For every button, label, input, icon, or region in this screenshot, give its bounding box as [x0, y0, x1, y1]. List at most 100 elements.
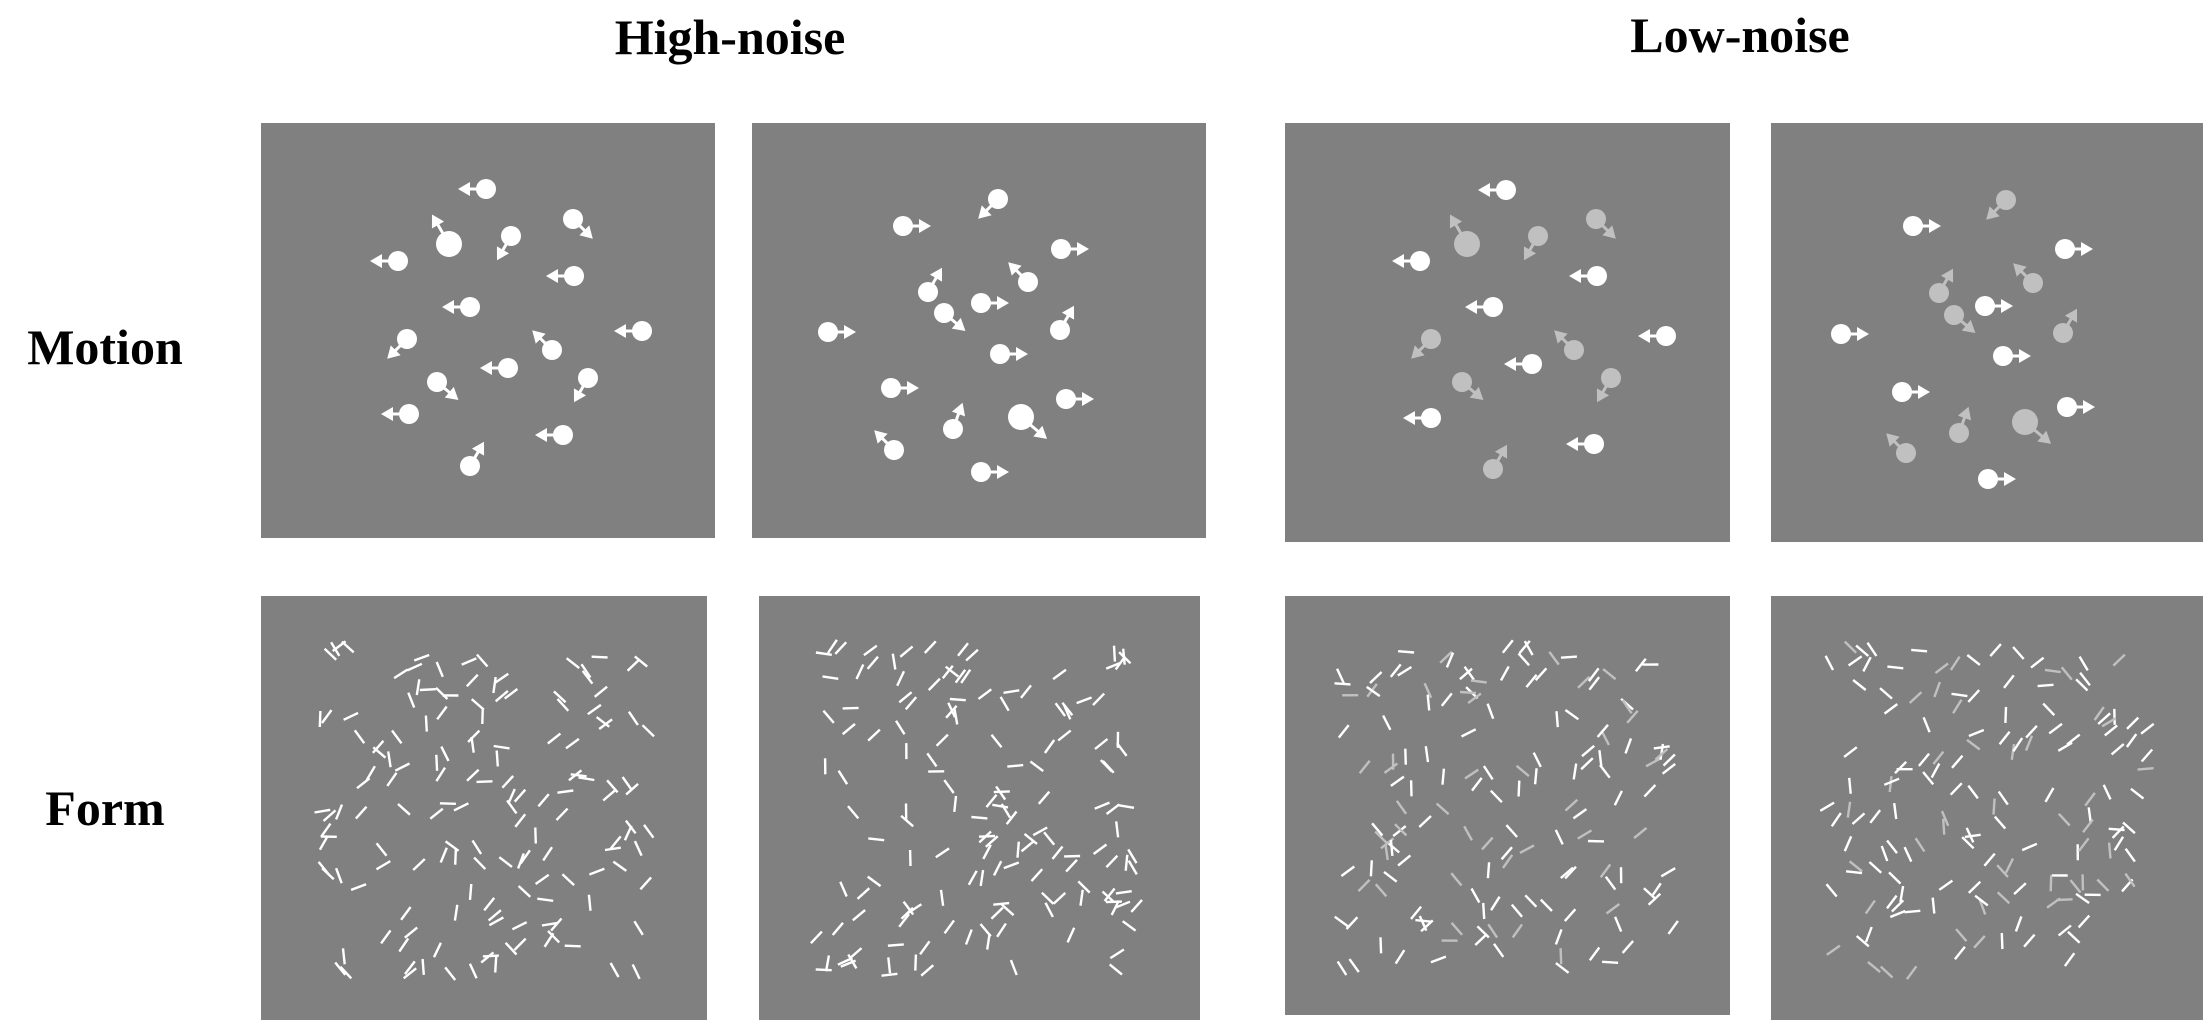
form-line [866, 655, 879, 670]
motion-dot [943, 402, 966, 439]
motion-dot [893, 216, 931, 236]
form-line [824, 955, 831, 972]
form-line [1908, 691, 1923, 704]
form-line [1922, 716, 1931, 733]
form-line [2044, 668, 2061, 674]
form-line [1333, 915, 1349, 928]
form-line [1917, 752, 1931, 767]
form-line [1440, 692, 1453, 707]
form-line [341, 948, 346, 965]
form-line [1914, 837, 1926, 853]
form-line [504, 941, 518, 956]
column-header-low-noise: Low-noise [1630, 7, 1850, 63]
motion-dot [1566, 434, 1604, 454]
form-line [1903, 846, 1913, 863]
form-line [1420, 919, 1434, 933]
form-line [923, 640, 937, 654]
form-line [1518, 640, 1531, 654]
form-line [1633, 826, 1648, 840]
form-line [1124, 854, 1129, 871]
form-line [482, 954, 499, 958]
form-line [1952, 699, 1963, 714]
motion-dot [458, 179, 496, 199]
form-line [1471, 777, 1483, 792]
form-line [465, 673, 479, 688]
form-line [2111, 825, 2125, 839]
form-line [1660, 867, 1676, 878]
form-line [863, 644, 878, 657]
form-line [514, 813, 527, 828]
form-line [1005, 810, 1018, 825]
form-line [1899, 885, 1905, 903]
form-line [1122, 648, 1126, 665]
form-line [626, 658, 640, 672]
motion-dot [2013, 263, 2043, 293]
form-line [375, 860, 391, 871]
form-line [1879, 965, 1894, 979]
motion-dot [971, 462, 1009, 482]
form-line [898, 691, 913, 704]
form-line [2107, 842, 2112, 859]
form-line [1037, 790, 1051, 805]
form-line [633, 840, 643, 857]
form-line [1501, 639, 1514, 654]
form-line [2077, 837, 2090, 852]
form-line [971, 815, 988, 820]
form-line [1430, 955, 1447, 964]
form-line [1463, 825, 1473, 841]
form-line [400, 906, 412, 921]
form-line [1978, 898, 1987, 915]
form-line [1398, 650, 1415, 654]
form-line [1989, 643, 2002, 657]
form-line [1843, 746, 1858, 758]
motion-dot [1050, 305, 1075, 340]
form-line [1410, 905, 1423, 920]
motion-dots-low-noise-2 [1831, 190, 2095, 489]
form-line [1395, 800, 1408, 815]
form-line [588, 867, 605, 876]
form-line [1598, 750, 1603, 767]
form-line [1369, 860, 1373, 877]
form-line [1539, 898, 1553, 912]
form-line [1397, 854, 1412, 867]
form-line [1051, 845, 1064, 860]
form-line [1044, 902, 1054, 918]
form-line [1852, 679, 1867, 691]
form-line [2010, 743, 2016, 760]
form-line [1510, 903, 1524, 918]
form-line [926, 752, 938, 768]
form-line [2003, 674, 2015, 689]
form-line [565, 737, 580, 750]
form-line [1105, 661, 1122, 670]
form-line [468, 883, 473, 900]
form-line [2000, 933, 2004, 950]
form-line [565, 657, 580, 670]
form-line [1383, 762, 1399, 774]
form-line [2025, 724, 2038, 739]
form-line [1888, 775, 1893, 793]
form-line [2004, 857, 2015, 874]
form-line [1886, 839, 1898, 854]
form-line [1404, 748, 1407, 765]
motion-dot [1554, 330, 1584, 360]
form-line [2093, 706, 2105, 721]
form-panel-high-noise-2 [759, 596, 1200, 1020]
form-line [542, 846, 554, 862]
form-line [842, 706, 859, 710]
form-line [483, 897, 496, 912]
form-line [1481, 836, 1494, 851]
form-line [625, 783, 639, 796]
form-line [967, 870, 978, 886]
form-line [852, 909, 866, 922]
form-line [1643, 784, 1657, 798]
form-line [507, 788, 516, 805]
form-line [1077, 880, 1091, 894]
form-panel-high-noise-1 [261, 596, 707, 1020]
form-line [564, 944, 581, 948]
form-line [557, 789, 574, 794]
motion-dot [1596, 368, 1621, 403]
form-line [868, 837, 885, 842]
form-line [435, 754, 439, 771]
form-line [602, 789, 617, 802]
form-line [1564, 709, 1580, 721]
